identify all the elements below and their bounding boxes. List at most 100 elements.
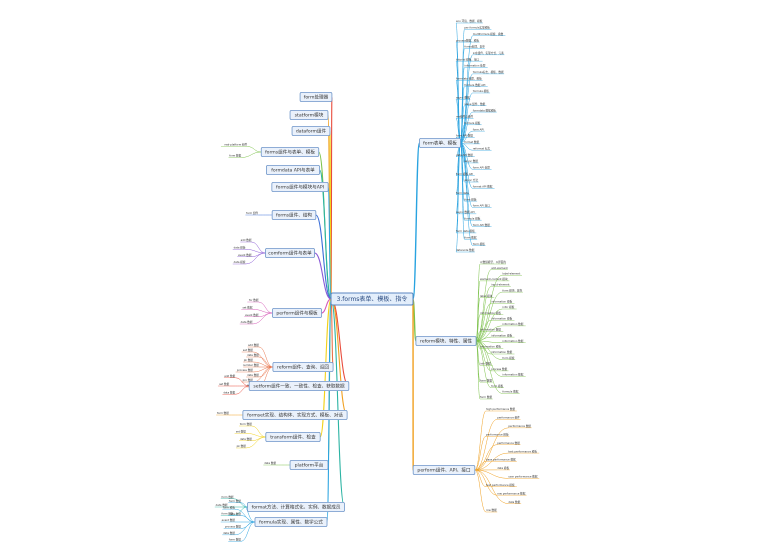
edge-root-l15: [330, 298, 346, 508]
branch-l15-box: [247, 501, 345, 512]
leaf-b3: row 数据: [486, 508, 497, 512]
leaf-b1: format API 数据: [473, 185, 493, 189]
edge-b1-leaf: [460, 142, 465, 240]
branch-b3[interactable]: perform组件、API、接口: [417, 467, 471, 474]
leaf-b3: user performance 数据: [508, 475, 538, 479]
branch-l11[interactable]: setform组件一致、一致性、检查、获取数据: [253, 383, 345, 390]
branch-b2[interactable]: reform模块、特性、属性: [420, 338, 472, 345]
leaf-b1: form 模板: [464, 197, 476, 201]
branch-l16[interactable]: formula实现、属性、数学公式: [259, 519, 323, 526]
leaf-b2: form 数据: [480, 395, 492, 399]
edge-l9-leaf: [258, 301, 273, 314]
leaf-l10: pk 数据: [244, 358, 254, 362]
leaf-b3: performance 组件: [497, 416, 520, 420]
edge-l16-leaf: [240, 521, 256, 542]
branch-l5[interactable]: formdata API与表单: [271, 167, 315, 174]
edge-l13-leaf: [245, 433, 266, 438]
leaf-b2: form 数据: [480, 378, 492, 382]
leaf-b1: information 处理: [464, 64, 485, 68]
leaf-b3: text performance 模板: [486, 483, 515, 487]
branch-l7[interactable]: forms组件、结构: [276, 212, 312, 219]
leaf-l9: data 数据: [241, 320, 253, 324]
leaf-b2: information 模板: [480, 311, 501, 315]
branch-l6-box: [271, 181, 329, 192]
leaf-b2: form 模板: [502, 356, 514, 360]
edge-b1-leaf: [460, 92, 474, 144]
leaf-b2: add-element: [491, 266, 508, 270]
branch-l3[interactable]: dataform组件: [296, 128, 327, 135]
leaf-b1: form data: [456, 191, 469, 195]
leaf-b3: performance 模板: [486, 432, 509, 436]
edge-b1-leaf: [460, 105, 465, 144]
branch-l8[interactable]: comform组件与表单: [268, 250, 312, 257]
leaf-b1: forms处理、表单: [464, 45, 485, 49]
leaf-b2: label-element: [502, 271, 520, 275]
leaf-b1: form 模板: [473, 242, 485, 246]
branch-l4[interactable]: forms组件与表单、模板: [265, 149, 315, 156]
branch-l10[interactable]: reform组件、查询、返回: [277, 364, 329, 371]
leaf-l8: add 数据: [241, 238, 252, 242]
leaf-l10: data 数据: [247, 353, 259, 357]
leaf-b1: form 数据: [464, 235, 476, 239]
branch-l10-box: [272, 361, 334, 372]
leaf-l10: data 数据: [247, 373, 259, 377]
branch-l14[interactable]: platform平台: [295, 462, 324, 469]
leaf-b2: form 模板: [491, 384, 503, 388]
leaf-l15: form 数据: [221, 495, 233, 499]
leaf-b1: async 方法: [464, 178, 478, 182]
edge-l10-leaf: [258, 366, 273, 378]
leaf-b1: formula 模板: [464, 216, 480, 220]
leaf-b1: formula 模板: [473, 89, 489, 93]
leaf-b2: information 数据: [502, 373, 523, 377]
branch-l2[interactable]: statform模块: [295, 112, 324, 119]
edge-l11-leaf: [235, 385, 250, 395]
edge-root-l5: [319, 169, 332, 300]
leaf-l16: data 数据: [223, 531, 235, 535]
branch-l1[interactable]: form处理器: [304, 94, 329, 101]
leaf-l16: form 模板: [223, 505, 235, 509]
edge-root-l10: [330, 298, 334, 368]
leaf-b1: per formula实现模板: [464, 26, 490, 30]
leaf-b1: async 数据: [456, 96, 470, 100]
leaf-b1: form 模板 API: [456, 172, 473, 176]
edge-b2-leaf: [476, 340, 503, 394]
branch-b1[interactable]: form表单、模板: [423, 140, 457, 147]
edge-root-l3: [329, 130, 332, 300]
branch-l12[interactable]: formset实现、结构体、实现方式、模板、对话: [247, 412, 343, 419]
branch-l14-box: [289, 459, 329, 470]
leaf-l16: form 数据: [229, 537, 241, 541]
leaf-b1: async 数据: [464, 159, 478, 163]
leaf-l15: form 模板: [221, 511, 233, 515]
edge-l13-leaf: [251, 436, 266, 441]
leaf-b2: infor 模板: [502, 305, 514, 309]
leaf-b2: information 模板: [491, 316, 512, 320]
branch-l4-box: [260, 146, 320, 157]
branch-l9[interactable]: perform组件与模板: [276, 310, 318, 317]
leaf-b2: info 数据: [480, 361, 491, 365]
leaf-b2: information 模板: [491, 300, 512, 304]
root-node-box: [330, 292, 414, 306]
branch-l13[interactable]: transform组件、检查: [270, 434, 316, 441]
leaf-b2: label 模块: [480, 294, 493, 298]
leaf-b2: information 数据: [502, 339, 523, 343]
branch-l2-box: [289, 110, 329, 121]
leaf-l10: set 数据: [243, 348, 253, 352]
edge-b1-leaf: [460, 142, 474, 246]
leaf-l11: data 数据: [223, 390, 235, 394]
leaf-b1: form API: [473, 127, 484, 131]
branch-l8-box: [265, 247, 315, 258]
leaf-b2: input-element: [491, 283, 509, 287]
edge-b1-leaf: [460, 142, 473, 151]
root-node[interactable]: 3.forms表单、模板、指令: [337, 295, 408, 303]
branch-l15[interactable]: format方法、计算格式化、实例、数据成员: [252, 504, 341, 511]
edge-b2-leaf: [475, 286, 492, 342]
leaf-l16: form 数据: [229, 499, 241, 503]
leaf-b3: data 模板: [497, 466, 509, 470]
edge-b3-leaf: [474, 469, 487, 513]
leaf-l9: event 数据: [245, 313, 259, 317]
edge-b3-leaf: [474, 444, 498, 471]
leaf-b1: process数据、模板: [456, 38, 479, 42]
leaf-b1: form API 数据: [473, 223, 490, 227]
branch-l6[interactable]: forms组件与模块与API: [276, 184, 324, 191]
leaf-l16: event 数据: [222, 518, 236, 522]
